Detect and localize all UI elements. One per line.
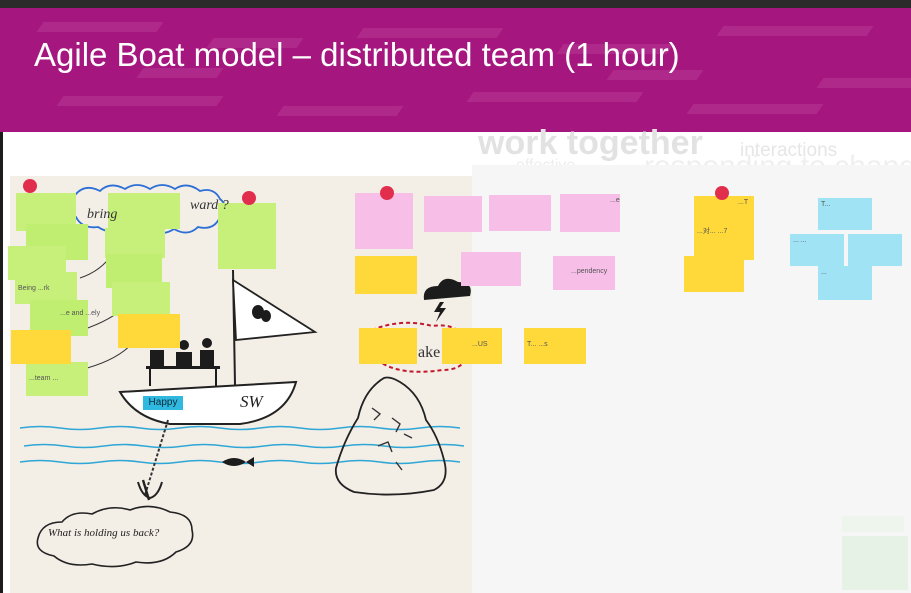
sticky-note-yellow (359, 328, 417, 364)
question-cloud (36, 505, 194, 568)
rock-shape (334, 376, 447, 496)
storm-cloud-icon (423, 278, 471, 300)
sticky-note-green: Being ...rk (15, 272, 77, 304)
sticky-note-pink (424, 196, 482, 232)
anchor-icon (137, 481, 163, 500)
sticky-note-blue (848, 234, 902, 266)
person-icon (202, 338, 212, 348)
sticky-note-pink: ...e (560, 194, 620, 232)
sticky-note-text: T... ...s (527, 341, 548, 348)
person-icon (179, 340, 189, 350)
water-line (23, 443, 465, 449)
sticky-note-yellow (355, 256, 417, 294)
anchor-chain (144, 419, 169, 496)
sticky-note-text: T... (821, 201, 831, 208)
faded-note (842, 536, 908, 590)
lightning-icon (434, 302, 446, 322)
question-bubble-text: What is holding us back? (48, 527, 160, 539)
sticky-note-text: ...e (610, 197, 620, 204)
sticky-note-green (112, 282, 170, 316)
rock-cracks (371, 407, 413, 471)
sticky-note-text: ... (821, 269, 827, 276)
sticky-note-green (108, 193, 180, 229)
sticky-note-yellow (684, 256, 744, 292)
sticky-note-pink: ...pendency (553, 256, 615, 290)
sticky-note-text: ...team ... (29, 375, 59, 382)
sticky-note-text: ...pendency (571, 268, 608, 275)
sticky-note-green (218, 203, 276, 269)
faded-note (842, 516, 904, 532)
window-top-strip (0, 0, 911, 8)
lake-text: ake (418, 344, 441, 361)
water-line (19, 425, 461, 431)
red-dot-marker (242, 191, 256, 205)
sticky-note-yellow (118, 314, 180, 348)
sticky-note-text: ... ... (793, 237, 807, 244)
boat-hull (118, 380, 298, 425)
ghost-heading: work together (478, 124, 703, 162)
person-icon (200, 350, 214, 368)
sticky-note-text: ...对... ...7 (697, 228, 728, 235)
left-edge-bar (0, 132, 3, 593)
sticky-note-yellow: ...US (442, 328, 502, 364)
handwritten-ward: ward ? (190, 198, 229, 213)
happy-tag: Happy (143, 396, 183, 410)
balloon (261, 310, 271, 322)
sticky-note-yellow (11, 330, 71, 364)
slide-title: Agile Boat model – distributed team (1 h… (34, 36, 680, 73)
sticky-note-blue: T... (818, 198, 872, 230)
sticky-note-pink (355, 193, 413, 249)
sticky-note-text: Being ...rk (18, 285, 50, 292)
red-dot-marker (380, 186, 394, 200)
sticky-note-blue: ... ... (790, 234, 844, 266)
red-dot-marker (715, 186, 729, 200)
sticky-note-yellow: T... ...s (524, 328, 586, 364)
ghost-word: interactions (740, 140, 838, 161)
person-icon (176, 352, 192, 368)
sticky-note-blue: ... (818, 266, 872, 300)
sticky-note-pink (489, 195, 551, 231)
slide-title-banner (0, 8, 911, 132)
sticky-note-text: ...T (738, 199, 749, 206)
sticky-note-green (105, 228, 165, 258)
red-dot-marker (23, 179, 37, 193)
table-icon (146, 366, 220, 369)
handwritten-bring: bring (87, 207, 118, 222)
sticky-note-text: ...e and ...ely (60, 310, 101, 317)
person-icon (150, 350, 164, 368)
anchor-shank (141, 479, 151, 501)
ship-label: SW (240, 392, 263, 411)
balloon (252, 305, 264, 319)
sticky-note-text: ...US (472, 341, 488, 348)
sticky-note-yellow: ...T ...对... ...7 (694, 196, 754, 260)
sticky-note-green: ...team ... (26, 362, 88, 396)
sticky-note-pink (461, 252, 521, 286)
fish-icon (222, 457, 254, 467)
boat-sail (232, 278, 318, 341)
